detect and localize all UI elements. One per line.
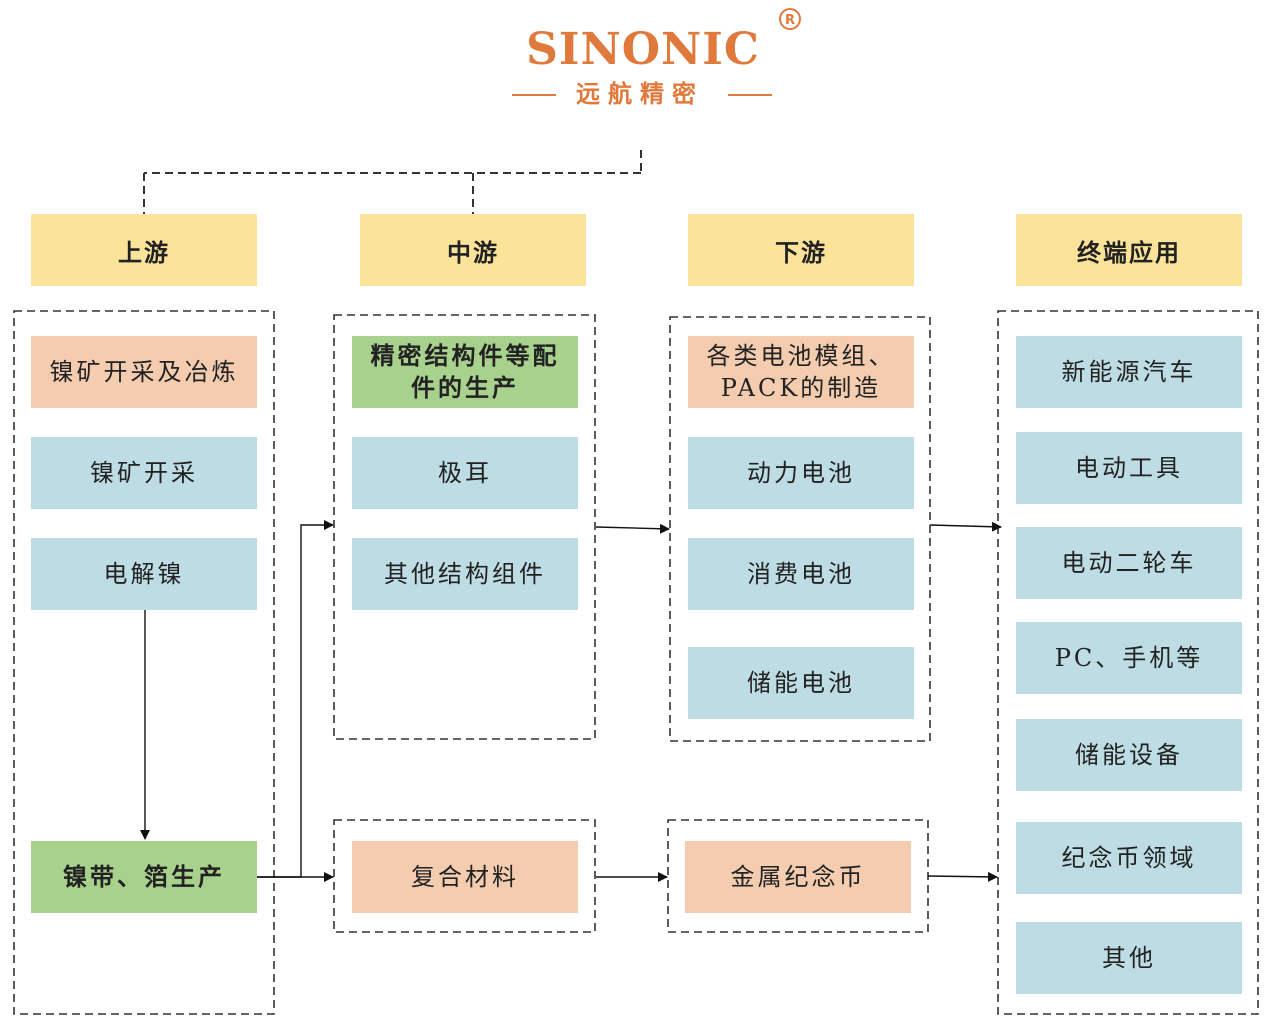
logo-rule-right — [728, 94, 772, 96]
arrow-downstream-to-terminal — [929, 521, 1002, 532]
node-power-battery: 动力电池 — [688, 437, 914, 509]
node-tab: 极耳 — [352, 437, 578, 509]
node-terminal-storage: 储能设备 — [1016, 719, 1242, 791]
node-precision-parts: 精密结构件等配件的生产 — [352, 336, 578, 408]
node-terminal-other: 其他 — [1016, 922, 1242, 994]
node-strip-foil: 镍带、箔生产 — [31, 841, 257, 913]
node-composite: 复合材料 — [352, 841, 578, 913]
brand-logo: SINONIC — [526, 24, 760, 75]
node-nickel-mining: 镍矿开采 — [31, 437, 257, 509]
node-pack-manufacturing: 各类电池模组、PACK的制造 — [688, 336, 914, 408]
node-terminal-ev: 新能源汽车 — [1016, 336, 1242, 408]
registered-mark: R — [779, 8, 801, 30]
downstream-group — [669, 316, 931, 742]
composite-group — [333, 819, 596, 933]
logo-rule-left — [512, 94, 556, 96]
node-coin: 金属纪念币 — [685, 841, 911, 913]
upstream-group — [13, 310, 275, 1015]
header-downstream: 下游 — [688, 214, 914, 286]
arrow-strip-to-midstream — [257, 520, 334, 878]
terminal-group — [997, 310, 1259, 1015]
node-storage-battery: 储能电池 — [688, 647, 914, 719]
header-midstream: 中游 — [360, 214, 586, 286]
header-terminal: 终端应用 — [1016, 214, 1242, 286]
node-other-components: 其他结构组件 — [352, 538, 578, 610]
logo-connector — [143, 150, 642, 214]
node-terminal-power-tools: 电动工具 — [1016, 432, 1242, 504]
node-mining-smelting: 镍矿开采及冶炼 — [31, 336, 257, 408]
arrow-coin-to-terminal — [927, 871, 998, 882]
brand-subtitle: 远航精密 — [576, 79, 704, 108]
midstream-group — [333, 314, 596, 740]
node-electrolytic-nickel: 电解镍 — [31, 538, 257, 610]
arrow-midstream-to-downstream — [595, 523, 670, 534]
node-terminal-coin: 纪念币领域 — [1016, 822, 1242, 894]
node-terminal-e-bike: 电动二轮车 — [1016, 527, 1242, 599]
header-upstream: 上游 — [31, 214, 257, 286]
node-consumer-battery: 消费电池 — [688, 538, 914, 610]
node-terminal-pc-phone: PC、手机等 — [1016, 622, 1242, 694]
